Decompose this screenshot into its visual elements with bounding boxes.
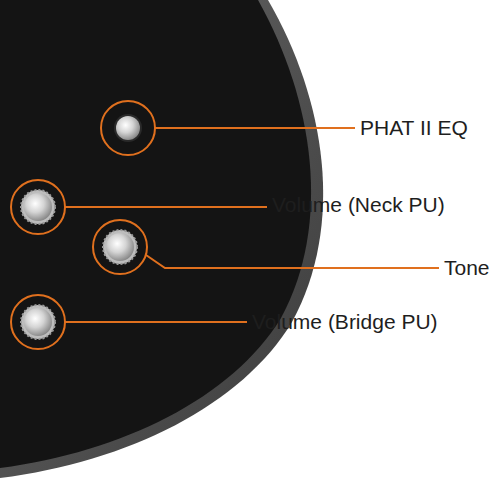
knobs bbox=[11, 101, 155, 349]
knob bbox=[11, 295, 65, 349]
leader-line bbox=[146, 255, 439, 268]
knob bbox=[11, 180, 65, 234]
body-edge bbox=[0, 0, 323, 478]
knob bbox=[93, 220, 147, 274]
knob bbox=[101, 101, 155, 155]
leader-line bbox=[65, 206, 267, 208]
leader-line bbox=[155, 127, 355, 129]
part-label: Tone bbox=[444, 256, 490, 280]
leader-line bbox=[65, 321, 247, 323]
part-label: PHAT II EQ bbox=[360, 116, 468, 140]
part-label: Volume (Bridge PU) bbox=[252, 310, 438, 334]
guitar-body bbox=[0, 0, 311, 468]
part-label: Volume (Neck PU) bbox=[272, 193, 445, 217]
